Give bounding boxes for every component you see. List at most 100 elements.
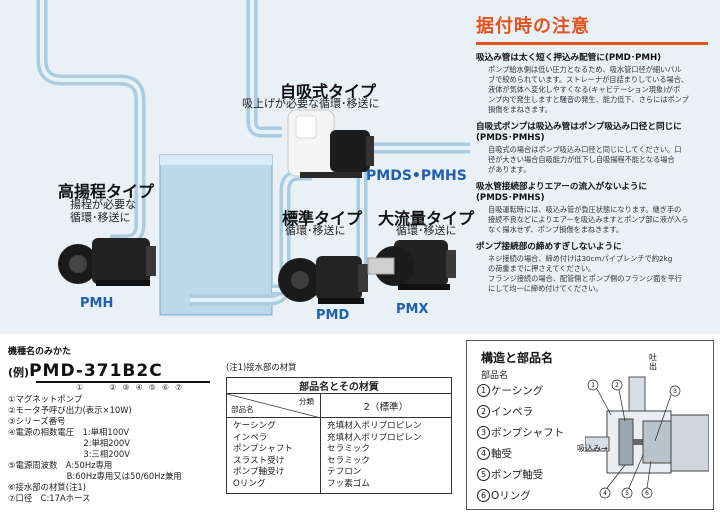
part-number: 4 [477,447,490,460]
svg-text:6: 6 [645,490,649,497]
note-line: ブで絞められています。ストレーナが目詰まりしている場合、 [488,75,689,84]
part-name: ポンプ軸受 [491,469,544,481]
note-head: 自吸式ポンプは吸込み管はポンプ吸込み口径と同じに [476,122,682,132]
header-diagonal-line [227,394,321,418]
pump-high-head-image [58,238,156,286]
high-head-sub-1: 揚程が必要な [70,198,136,211]
note-3: 吸水管接続部よりエアーの流入がないように (PMDS･PMHS) 自吸運転時には… [476,182,716,235]
material-cell: フッ素ゴム [327,478,370,489]
note-line: にして均一に締め付けてください。 [488,284,603,293]
note-head: (PMDS･PMHS) [476,193,545,203]
model-code-example: (例)PMD-371B2C [8,361,218,381]
part-name: 軸受 [491,448,512,460]
note-4: ポンプ接続部の締めすぎしないように ネジ接続の場合、締め付けは30cmパイプレン… [476,242,716,294]
header-category: 分類 [298,397,314,406]
part-number: 5 [477,468,490,481]
note-line: フランジ接続の場合、配管側とポンプ側のフランジ面を平行 [488,274,682,283]
pipe-left-highlight [40,0,142,242]
pipe-diagram [36,0,470,316]
code-num: ⑥ [161,383,176,392]
pipe-top [246,0,282,138]
high-head-title: 高揚程タイプ [58,182,155,201]
code-num: ③ [122,383,136,392]
note-body: ポンプ給水側は低い圧力となるため、吸水管口径が細いバル ブで絞められています。ス… [476,65,716,115]
part-number: 1 [477,384,490,397]
material-cell: 充填材入ポリプロピレン [327,432,422,443]
note-line: 自吸運転時には、吸込み管が負圧状態になります。継ぎ手の [488,205,682,214]
part-name: Oリング [491,490,531,502]
water-tank [159,154,273,316]
installation-illustration: 自吸式タイプ 吸上げが必要な循環･移送に PMDS•PMHS 高揚程タイプ 揚程… [0,0,720,334]
material-section: (注1)接水部の材質 部品名とその材質 分類 部品名 2（標準） ケーシング充填… [226,361,452,494]
part-cell: ケーシング [226,417,321,433]
pump-high-flow-image [367,240,456,290]
model-code-underline [36,381,210,383]
high-flow-sub: 循環･移送に [396,224,457,237]
material-cell: テフロン [327,467,362,477]
code-num: ④ [135,383,149,392]
self-priming-title: 自吸式タイプ [280,82,377,101]
pump-standard-image [278,256,368,304]
note-2: 自吸式ポンプは吸込み管はポンプ吸込み口径と同じに (PMDS･PMHS) 自吸式… [476,122,716,175]
pump-self-priming-image [287,109,374,178]
table-row: ポンプシャフトセラミック [226,444,452,456]
svg-text:5: 5 [625,490,629,497]
spec-item: ②モータ予呼び出力(表示×10W) [8,405,132,415]
table-row: インペラ充填材入ポリプロピレン [226,432,452,444]
svg-text:3: 3 [673,388,677,395]
svg-text:4: 4 [603,490,607,497]
part-name: ポンプシャフト [491,427,565,439]
part-cell: Oリング [226,478,321,494]
structure-sub: 部品名 [481,371,509,381]
structure-title: 構造と部品名 [481,351,554,365]
note-head: ポンプ接続部の締めすぎしないように [476,242,622,252]
spec-item: ③シリーズ番号 [8,416,66,426]
note-body: 自吸運転時には、吸込み管が負圧状態になります。継ぎ手の 接続不良などによりエアー… [476,205,716,235]
material-table-header: 分類 部品名 2（標準） [226,393,452,418]
model-spec-list: ①マグネットポンプ ②モータ予呼び出力(表示×10W) ③シリーズ番号 ④電源の… [8,394,218,504]
spec-item: ⑥接水部の材質(注1) [8,482,86,492]
part-number: 2 [477,405,490,418]
outlet-label: 吐 出 [649,353,657,371]
spec-item: ①マグネットポンプ [8,394,83,404]
model-guide-heading: 機種名のみかた [8,347,72,357]
note-line: 接続不良などによりエアーを吸込みますとポンプ部に液が入ら [488,215,689,224]
note-line: があります。 [488,165,531,174]
spec-item: 2:単相200V [8,438,130,448]
note-line: 径が大きい場合自吸能力が低下し自吸揚程不能となる場合 [488,155,675,164]
note-body: ネジ接続の場合、締め付けは30cmパイプレンチで約2kg の荷重までに押さえてく… [476,254,716,294]
material-cell: 充填材入ポリプロピレン [327,421,422,431]
note-1: 吸込み管は太く短く押込み配管に(PMD･PMH) ポンプ給水側は低い圧力となるた… [476,53,716,115]
high-head-model: PMH [80,296,114,311]
part-cell: スラスト受け [226,455,321,467]
table-row: ケーシング充填材入ポリプロピレン [226,417,452,433]
header-part: 部品名 [231,405,254,414]
part-number: 6 [477,489,490,502]
note-head: 吸水管接続部よりエアーの流入がないように [476,182,648,192]
installation-notes: 据付時の注意 吸込み管は太く短く押込み配管に(PMD･PMH) ポンプ給水側は低… [476,12,716,301]
note-line: 自吸式の場合はポンプ吸込み口径と同じにしてください。口 [488,145,682,154]
material-cell: セラミック [327,444,370,454]
outlet-label-line: 吐 [649,353,657,362]
spec-item: ⑦口径 C:17Aホース [8,493,91,503]
pipe-top-highlight [250,0,282,134]
note-head: 吸込み管は太く短く押込み配管に(PMD･PMH) [476,53,662,63]
self-priming-sub: 吸上げが必要な循環･移送に [242,97,380,110]
model-prefix: (例) [8,366,30,379]
note-line: ネジ接続の場合、締め付けは30cmパイプレンチで約2kg [488,254,673,263]
note-line: なく揚水せず、ポンプ損傷をまねきます。 [488,225,624,234]
code-num: ② [109,383,123,392]
tank-surface [160,155,272,165]
part-cell: ポンプシャフト [226,444,321,456]
material-note: (注1)接水部の材質 [226,362,297,372]
header-diagonal-cell: 分類 部品名 [226,393,321,418]
code-num: ⑦ [175,383,189,392]
table-row: ポンプ軸受けテフロン [226,467,452,479]
model-code: PMD-371B2C [29,361,163,381]
